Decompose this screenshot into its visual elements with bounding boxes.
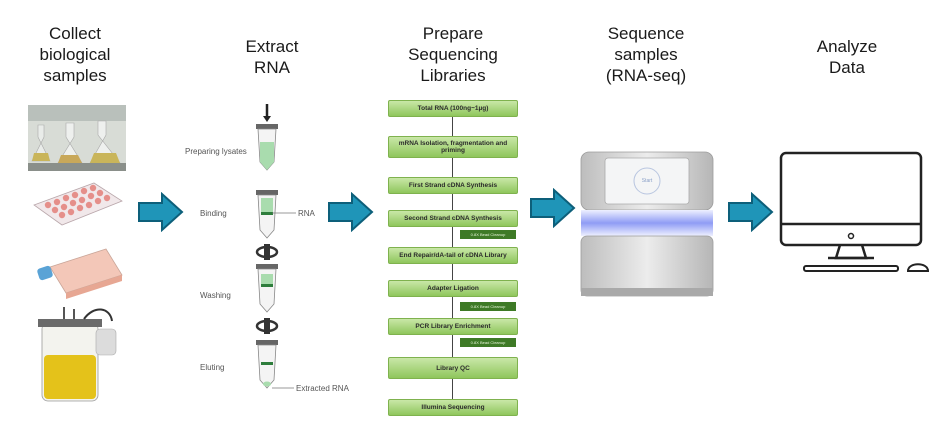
- culture-flask: [37, 248, 123, 299]
- label-preparing: Preparing lysates: [185, 147, 247, 156]
- sample-images: [28, 105, 126, 402]
- heading-collect-l1: Collect: [49, 24, 101, 43]
- heading-prepare-l3: Libraries: [420, 66, 486, 85]
- sequencer-machine: [580, 151, 714, 297]
- tube-preparing: [256, 124, 278, 171]
- label-eluting: Eluting: [200, 363, 225, 372]
- flow-arrow-4: [728, 192, 774, 232]
- label-binding: Binding: [200, 209, 227, 218]
- extraction-illustration: [255, 104, 279, 389]
- step-end-repair: End Repair/dA-tail of cDNA Library: [388, 247, 518, 264]
- bioreactor: [38, 307, 117, 402]
- mouse-icon: [906, 263, 930, 272]
- heading-extract-l2: RNA: [254, 58, 290, 77]
- heading-prepare-l1: Prepare: [422, 24, 484, 43]
- step-total-rna: Total RNA (100ng~1µg): [388, 100, 518, 117]
- heading-sequence-l2: samples: [614, 45, 678, 64]
- heading-prepare-l2: Sequencing: [408, 45, 498, 64]
- step-adapter-ligation: Adapter Ligation: [388, 280, 518, 297]
- extracted-pointer: [272, 387, 294, 389]
- sequencer-screen-text: Start: [641, 178, 653, 184]
- step-second-strand: Second Strand cDNA Synthesis: [388, 210, 518, 227]
- heading-analyze-l2: Data: [829, 58, 865, 77]
- tube-binding: [256, 190, 278, 239]
- heading-sequence-l3: (RNA-seq): [605, 66, 687, 85]
- tube-eluting: [256, 340, 278, 389]
- cleanup-3: 0.8X Bead Cleanup: [460, 338, 516, 347]
- spin-icon-2: [255, 318, 279, 334]
- heading-analyze: Analyze Data: [797, 36, 897, 78]
- computer-illustration: [779, 151, 930, 272]
- heading-collect: Collect biological samples: [20, 23, 130, 86]
- heading-prepare: Prepare Sequencing Libraries: [393, 23, 513, 86]
- tube-washing: [256, 264, 278, 313]
- label-rna: RNA: [298, 209, 315, 218]
- flasks-photo: [28, 105, 126, 171]
- cleanup-1: 0.8X Bead Cleanup: [460, 230, 516, 239]
- heading-analyze-l1: Analyze: [816, 37, 878, 56]
- flow-arrow-2: [328, 192, 374, 232]
- flow-arrow-3: [530, 188, 576, 228]
- heading-extract-l1: Extract: [245, 37, 299, 56]
- label-washing: Washing: [200, 291, 231, 300]
- heading-collect-l2: biological: [39, 45, 111, 64]
- monitor-icon: [779, 151, 923, 260]
- step-first-strand: First Strand cDNA Synthesis: [388, 177, 518, 194]
- flow-arrow-1: [138, 192, 184, 232]
- well-plate: [33, 182, 123, 226]
- spin-icon-1: [255, 244, 279, 260]
- label-extracted: Extracted RNA: [296, 384, 349, 393]
- step-mrna-isolation: mRNA Isolation, fragmentation and primin…: [388, 136, 518, 158]
- step-library-qc: Library QC: [388, 357, 518, 379]
- heading-extract: Extract RNA: [222, 36, 322, 78]
- heading-collect-l3: samples: [43, 66, 107, 85]
- heading-sequence-l1: Sequence: [607, 24, 685, 43]
- heading-sequence: Sequence samples (RNA-seq): [586, 23, 706, 86]
- step-pcr-enrichment: PCR Library Enrichment: [388, 318, 518, 335]
- step-illumina: Illumina Sequencing: [388, 399, 518, 416]
- cleanup-2: 0.8X Bead Cleanup: [460, 302, 516, 311]
- keyboard-icon: [803, 265, 899, 272]
- rna-pointer: [272, 212, 296, 214]
